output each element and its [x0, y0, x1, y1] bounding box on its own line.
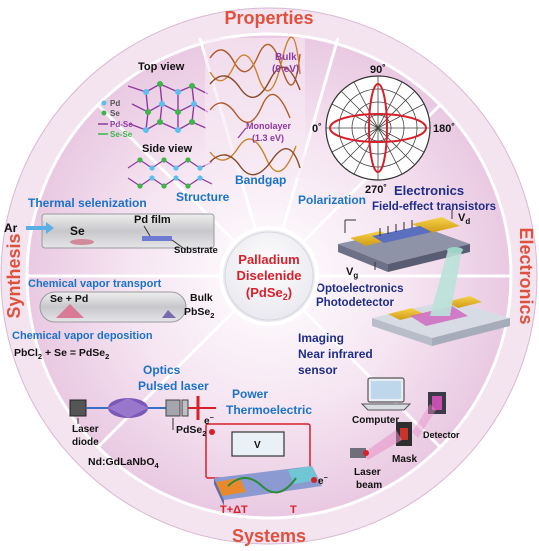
- cold-side-label: T: [290, 504, 297, 516]
- power-panel: Power Thermoelectric V e− e− T+ΔT T: [204, 387, 328, 516]
- bandgap-bulk-label: Bulk: [275, 52, 297, 63]
- se-source-label: Se: [70, 224, 85, 238]
- lattice-atoms-side: [137, 157, 203, 189]
- imaging-panel: Imaging Near infrared sensor Computer De…: [298, 331, 460, 491]
- laser-diode-label-line1: Laser: [72, 424, 99, 435]
- imaging-title: Imaging: [298, 331, 344, 345]
- pd-film-label: Pd film: [134, 214, 171, 226]
- optoelectronics-label: Optoelectronics: [316, 283, 404, 295]
- svg-text:Se: Se: [110, 109, 120, 118]
- photodetector-illustration: [372, 247, 510, 346]
- ndgdlanbo4-label: Nd:GdLaNbO4: [88, 456, 160, 470]
- polar-angle-270: 270˚: [365, 184, 387, 196]
- ar-label: Ar: [4, 221, 18, 235]
- computer-label: Computer: [352, 415, 399, 426]
- cvd-equation: PbCl2 + Se = PdSe2: [14, 347, 109, 361]
- hot-side-label: T+ΔT: [220, 504, 248, 516]
- electron-label-left: e−: [204, 415, 214, 427]
- vd-label: Vd: [458, 212, 470, 226]
- power-title: Power: [232, 387, 268, 401]
- side-view-label: Side view: [142, 143, 193, 155]
- top-view-label: Top view: [138, 61, 185, 73]
- fet-label: Field-effect transistors: [372, 201, 496, 213]
- svg-text:Se-Se: Se-Se: [110, 130, 133, 139]
- bandgap-panel: Bulk (0 eV) Monolayer (1.3 eV) Bandgap: [205, 36, 305, 187]
- structure-legend: Pd Se Pd-Se Se-Se: [98, 99, 133, 139]
- cvt-label: Chemical vapor transport: [28, 278, 162, 290]
- polar-angle-90: 90˚: [370, 64, 386, 76]
- mask-label: Mask: [392, 454, 417, 465]
- pulsed-laser-setup: [69, 396, 216, 430]
- detector-label: Detector: [423, 430, 460, 440]
- electronics-panel: Electronics Field-effect transistors Vd …: [316, 183, 510, 346]
- bulk-band-lines: [209, 36, 301, 98]
- laser-beam-label-line1: Laser: [354, 467, 381, 478]
- detector-icon: [428, 392, 446, 414]
- section-title-systems: Systems: [232, 526, 306, 546]
- cvd-label: Chemical vapor deposition: [12, 330, 153, 342]
- structure-caption: Structure: [176, 190, 230, 204]
- nir-label-line1: Near infrared: [298, 347, 373, 361]
- voltmeter-label: V: [254, 440, 261, 451]
- polar-angle-180: 180˚: [433, 123, 455, 135]
- section-title-properties: Properties: [224, 8, 313, 28]
- electron-label-right: e−: [318, 475, 328, 487]
- optics-title: Optics: [143, 363, 181, 377]
- structure-panel: Top view Pd Se Pd-Se Se-Se: [98, 61, 230, 204]
- optics-panel: Optics Pulsed laser Laser diode PdSe2 Nd…: [69, 363, 216, 470]
- monolayer-band-lines: [209, 93, 301, 176]
- photodetector-label: Photodetector: [316, 297, 394, 309]
- cvt-ampoule: [39, 291, 187, 323]
- center-badge: Palladium Diselenide (PdSe2): [219, 226, 319, 326]
- lattice-atoms-top: [143, 81, 197, 133]
- center-title-line2: Diselenide: [236, 268, 301, 283]
- svg-text:Pd-Se: Pd-Se: [110, 120, 133, 129]
- thermal-selenization-label: Thermal selenization: [28, 196, 147, 210]
- section-title-electronics: Electronics: [516, 227, 536, 324]
- polarization-caption: Polarization: [298, 193, 366, 207]
- laser-diode-label-line2: diode: [72, 437, 99, 448]
- thermoelectric-label: Thermoelectric: [226, 403, 312, 417]
- pulsed-laser-label: Pulsed laser: [138, 379, 209, 393]
- cvt-reactants-label: Se + Pd: [50, 293, 88, 305]
- electronics-title: Electronics: [394, 183, 464, 198]
- thermal-furnace-tube: [26, 213, 215, 251]
- substrate-label: Substrate: [174, 245, 218, 256]
- bandgap-monolayer-ev: (1.3 eV): [252, 133, 284, 143]
- nir-label-line2: sensor: [298, 363, 338, 377]
- thermoelectric-circuit: [205, 423, 322, 506]
- svg-text:Pd: Pd: [110, 99, 120, 108]
- polar-angle-0: 0˚: [312, 123, 322, 135]
- polarization-panel: 90˚ 0˚ 180˚ 270˚ Polarization: [298, 64, 455, 207]
- center-title-line1: Palladium: [238, 252, 299, 267]
- bandgap-bulk-ev: (0 eV): [272, 64, 299, 75]
- polar-plot-grid: [325, 75, 431, 181]
- cvt-bulk-label: Bulk: [190, 292, 213, 304]
- bandgap-caption: Bandgap: [235, 173, 286, 187]
- polar-response-lobes: [329, 83, 427, 173]
- synthesis-panel: Thermal selenization Ar Se Pd film Subst…: [4, 196, 218, 361]
- laser-beam-illustration: [350, 404, 436, 460]
- bandgap-monolayer-label: Monolayer: [246, 121, 292, 131]
- computer-icon: [360, 377, 412, 411]
- laser-beam-label-line2: beam: [356, 480, 382, 491]
- center-title-line3: (PdSe2): [246, 285, 292, 302]
- cvt-pbse2-label: PbSe2: [184, 306, 214, 320]
- section-title-synthesis: Synthesis: [4, 233, 24, 318]
- vg-label: Vg: [346, 266, 358, 280]
- optics-pdse2-label: PdSe2: [176, 424, 206, 438]
